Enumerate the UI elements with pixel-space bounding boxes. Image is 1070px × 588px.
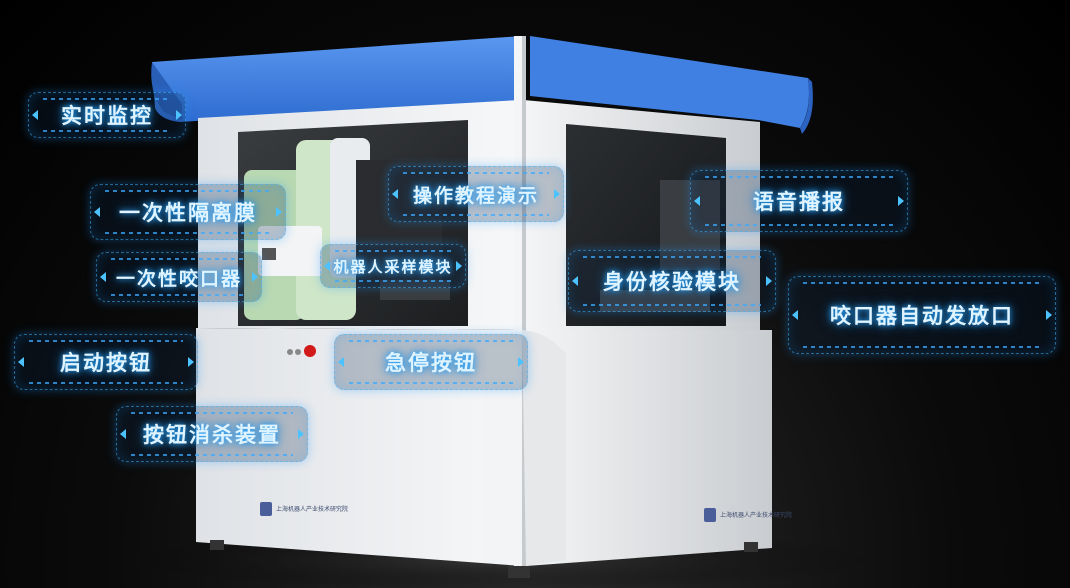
callout-label: 启动按钮 [60, 351, 152, 375]
roof-right [530, 36, 809, 128]
callout-label: 语音播报 [753, 190, 845, 214]
callout-label: 按钮消杀装置 [143, 423, 281, 447]
callout-label: 咬口器自动发放口 [830, 304, 1014, 328]
roof-left [152, 36, 522, 122]
callout-label: 实时监控 [61, 104, 153, 128]
callout-button-disinfection: 按钮消杀装置 [116, 406, 308, 462]
callout-emergency-stop-button: 急停按钮 [334, 334, 528, 390]
callout-disposable-membrane: 一次性隔离膜 [90, 184, 286, 240]
callout-label: 一次性隔离膜 [119, 201, 257, 225]
callout-label: 急停按钮 [385, 351, 477, 375]
emergency-stop-dot [304, 345, 316, 357]
callout-robot-sampling-module: 机器人采样模块 [320, 244, 466, 288]
left-logo-mark [260, 502, 272, 516]
callout-start-button: 启动按钮 [14, 334, 198, 390]
roof-right-edge [800, 78, 813, 134]
left-panel-logo-text: 上海机器人产业技术研究院 [276, 506, 349, 513]
callout-voice-broadcast: 语音播报 [690, 170, 908, 232]
callout-disposable-mouthpiece: 一次性咬口器 [96, 252, 262, 302]
callout-mouthpiece-dispenser: 咬口器自动发放口 [788, 276, 1056, 354]
callout-label: 一次性咬口器 [115, 267, 242, 290]
callout-label: 机器人采样模块 [333, 257, 453, 276]
callout-label: 身份核验模块 [603, 270, 741, 294]
callout-operation-tutorial: 操作教程演示 [388, 166, 564, 222]
lower-cabinet-right [526, 330, 772, 566]
callout-label: 操作教程演示 [412, 184, 539, 207]
right-panel-logo-text: 上海机器人产业技术研究院 [720, 512, 793, 519]
start-button-dot [287, 349, 293, 355]
callout-realtime-monitor: 实时监控 [28, 92, 186, 138]
callout-identity-verification-module: 身份核验模块 [568, 250, 776, 312]
right-logo-mark [704, 508, 716, 522]
